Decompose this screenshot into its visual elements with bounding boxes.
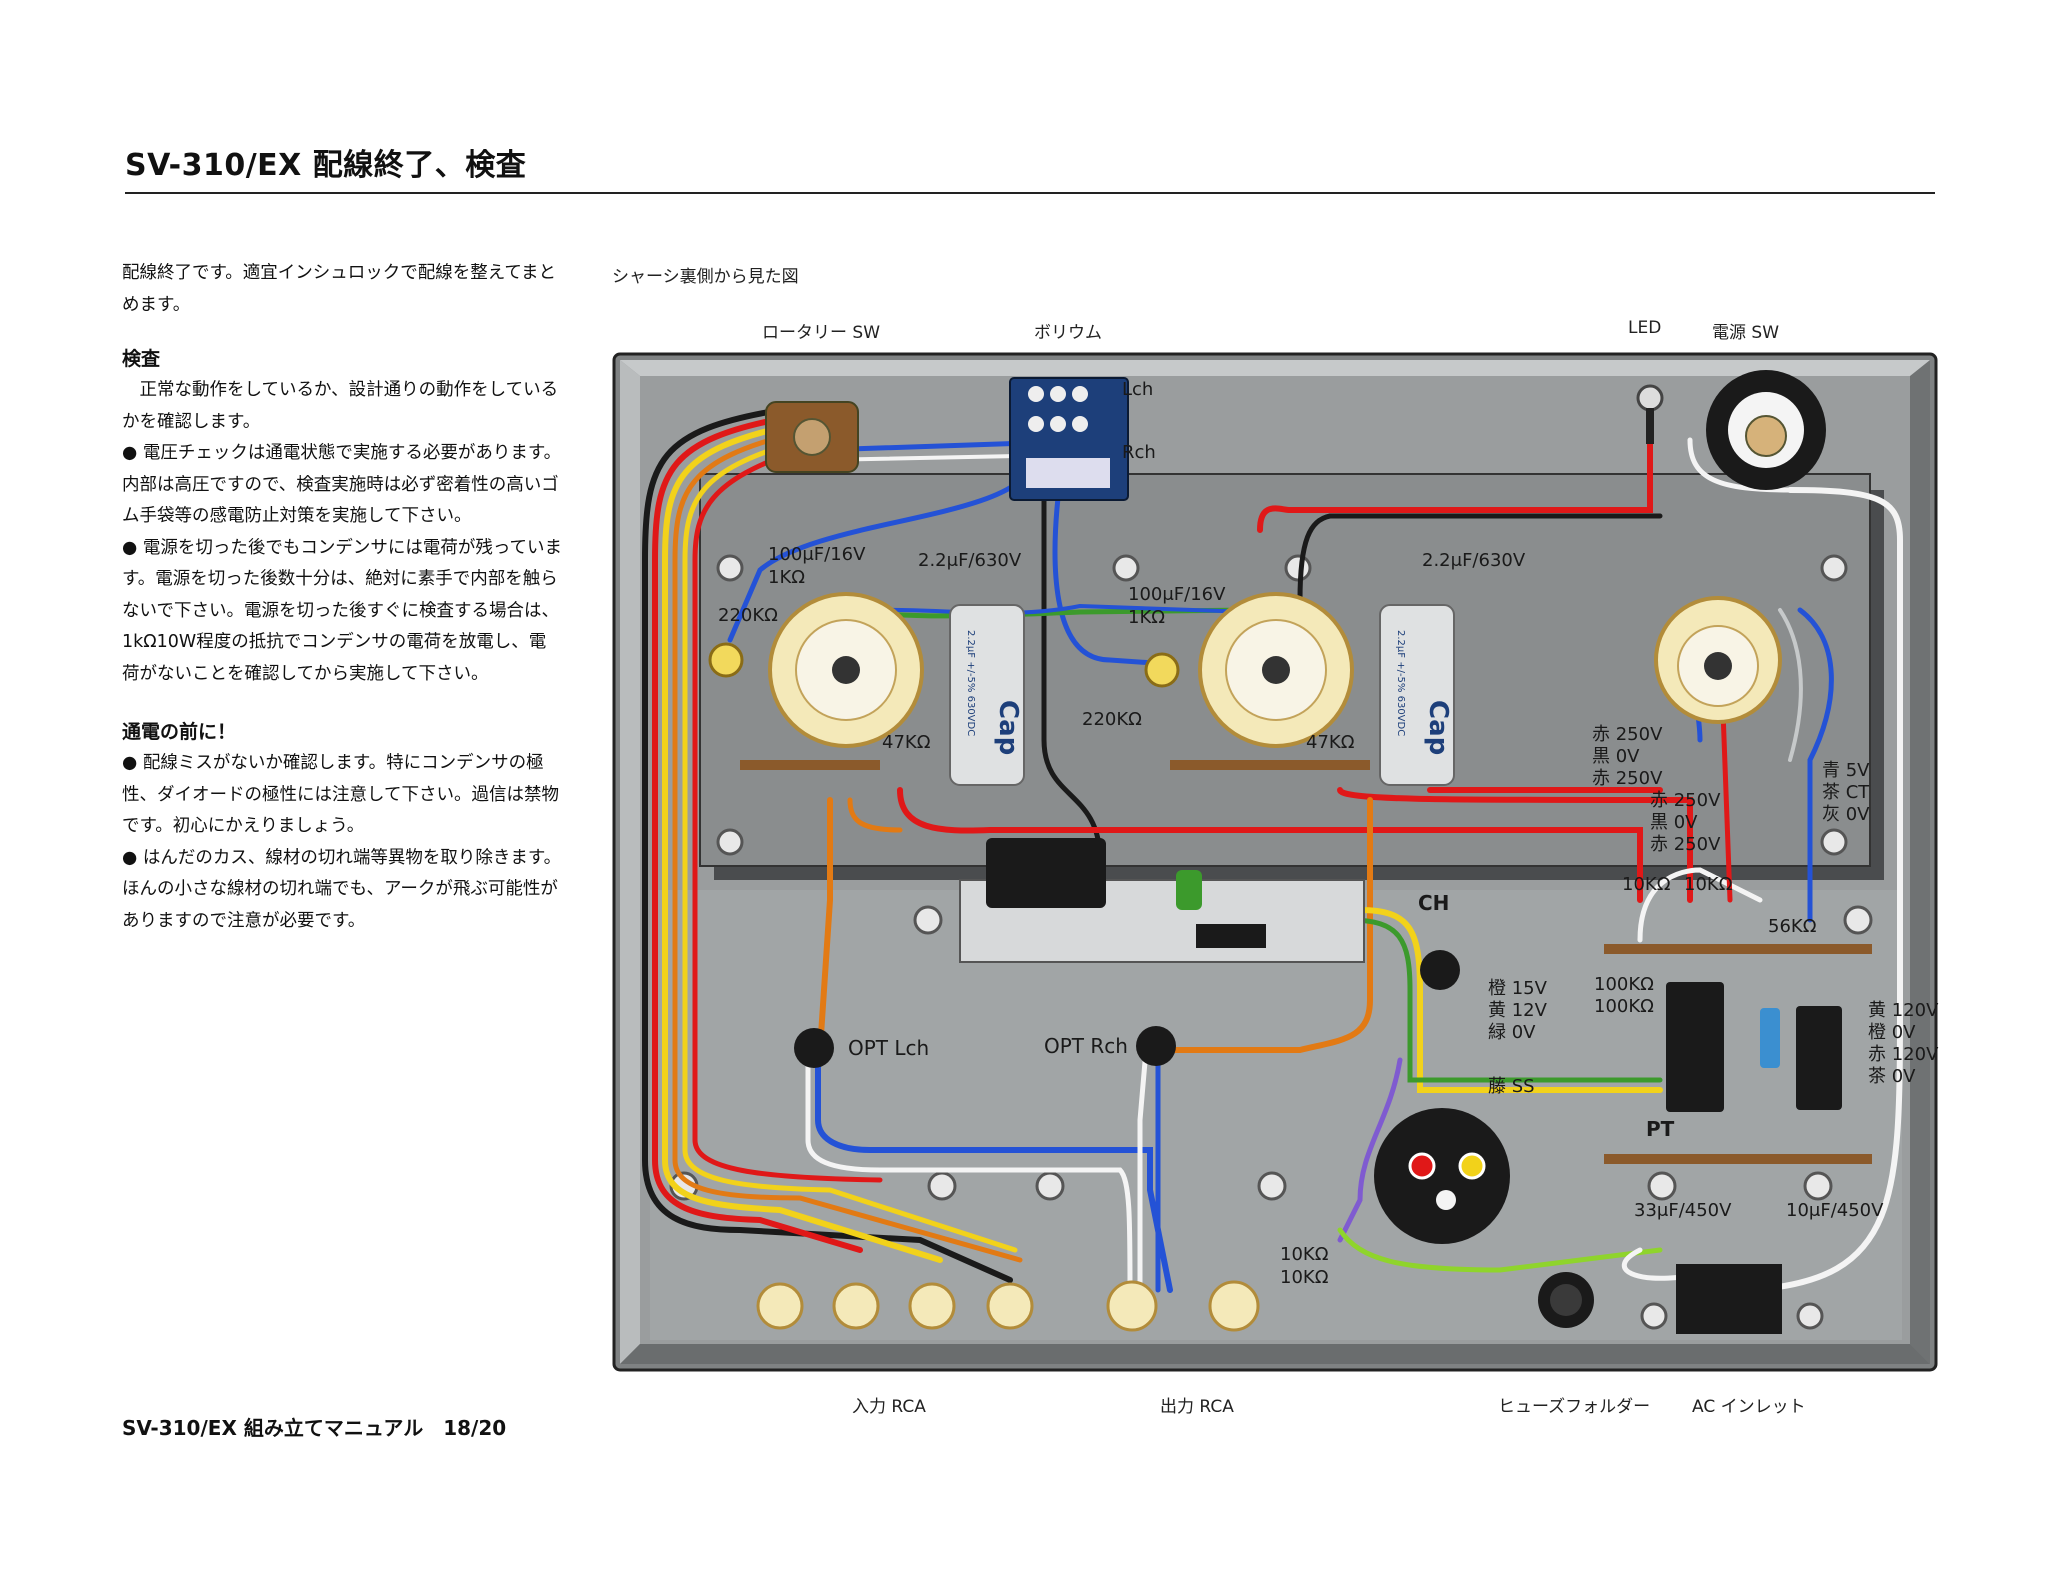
- label-rch: Rch: [1122, 442, 1156, 463]
- heater-2: 茶 CT: [1822, 782, 1870, 803]
- volume-pot: [1009, 377, 1129, 501]
- left-cap2: 2.2μF/630V: [918, 550, 1022, 571]
- intro-text: 配線終了です。適宜インシュロックで配線を整えてまとめます。: [122, 263, 556, 315]
- left-cap1: 100μF/16V: [768, 544, 866, 565]
- page-title: SV-310/EX 配線終了、検査: [125, 148, 527, 183]
- right-cap1: 100μF/16V: [1128, 584, 1226, 605]
- pt-low-3: 緑 0V: [1488, 1022, 1536, 1043]
- input-rca-jacks: [756, 1282, 1034, 1330]
- cap-brand-right: Cap: [1423, 700, 1453, 755]
- label-output-rca: 出力 RCA: [1160, 1397, 1234, 1417]
- pt-low-1: 橙 15V: [1488, 978, 1548, 999]
- pt-primary-4: 茶 0V: [1868, 1066, 1916, 1087]
- pt-low-4: 藤 SS: [1488, 1076, 1535, 1097]
- tube-socket-left: [768, 592, 924, 748]
- cap-print-left: 2.2μF +/-5% 630VDC: [965, 630, 976, 736]
- pt-low-2: 黄 12V: [1488, 1000, 1548, 1021]
- power-heading: 通電の前に！: [122, 721, 237, 743]
- left-res-grid: 220KΩ: [718, 605, 778, 626]
- check-heading: 検査: [122, 348, 161, 370]
- rotary-switch: [765, 401, 859, 473]
- instructions-column: 配線終了です。適宜インシュロックで配線を整えてまとめます。 検査 正常な動作をし…: [122, 258, 562, 937]
- pt-sec2-3: 赤 250V: [1650, 834, 1721, 855]
- coupling-cap-right: Cap 2.2μF +/-5% 630VDC: [1379, 604, 1455, 786]
- label-lch: Lch: [1122, 379, 1153, 400]
- label-rotary-sw: ロータリー SW: [762, 323, 881, 343]
- label-r10k-a: 10KΩ: [1622, 874, 1671, 895]
- label-r10k-d: 10KΩ: [1280, 1267, 1329, 1288]
- label-ac-inlet: AC インレット: [1692, 1397, 1806, 1417]
- opt-grommets: [794, 950, 1460, 1068]
- fuse-holder: [1538, 1272, 1594, 1328]
- right-res-grid: 220KΩ: [1082, 709, 1142, 730]
- title-divider: [125, 192, 1935, 194]
- power-bullet-wiring: ● 配線ミスがないか確認します。特にコンデンサの極性、ダイオードの極性には注意し…: [122, 753, 559, 836]
- right-res-plate: 47KΩ: [1306, 732, 1355, 753]
- label-pt: PT: [1646, 1117, 1675, 1141]
- left-res-plate: 47KΩ: [882, 732, 931, 753]
- label-r56k: 56KΩ: [1768, 916, 1817, 937]
- check-lead: 正常な動作をしているか、設計通りの動作をしているかを確認します。: [122, 380, 559, 432]
- heater-3: 灰 0V: [1822, 804, 1870, 825]
- left-wire-harness: [642, 407, 1023, 1283]
- pt-sec2-1: 赤 250V: [1650, 790, 1721, 811]
- tube-socket-right: [1198, 592, 1354, 748]
- power-switch: [1706, 370, 1826, 490]
- power-transformer-socket: [1374, 1108, 1510, 1244]
- pt-primary-2: 橙 0V: [1868, 1022, 1916, 1043]
- label-opt-lch: OPT Lch: [848, 1036, 929, 1060]
- label-r10k-b: 10KΩ: [1684, 874, 1733, 895]
- right-cap2: 2.2μF/630V: [1422, 550, 1526, 571]
- label-led: LED: [1628, 318, 1662, 338]
- check-bullet-discharge: ● 電源を切った後でもコンデンサには電荷が残っています。電源を切った後数十分は、…: [122, 537, 562, 684]
- cap-print-right: 2.2μF +/-5% 630VDC: [1395, 630, 1406, 736]
- label-fuse-holder: ヒューズフォルダー: [1498, 1397, 1651, 1417]
- rca-jack-right: [1144, 652, 1180, 688]
- terminal-strips: [740, 760, 1872, 1164]
- rca-jack-left: [708, 642, 744, 678]
- label-r100k-b: 100KΩ: [1594, 996, 1654, 1017]
- led: [1636, 384, 1664, 444]
- label-input-rca: 入力 RCA: [852, 1397, 926, 1417]
- pt-sec-3: 赤 250V: [1592, 768, 1663, 789]
- rectifier-socket: [1654, 596, 1782, 724]
- pt-sec-2: 黒 0V: [1592, 746, 1640, 767]
- filter-capacitors: [1666, 982, 1842, 1112]
- check-bullet-voltage: ● 電圧チェックは通電状態で実施する必要があります。内部は高圧ですので、検査実施…: [122, 443, 562, 526]
- right-res1: 1KΩ: [1128, 607, 1165, 628]
- label-r100k-a: 100KΩ: [1594, 974, 1654, 995]
- label-c10: 10μF/450V: [1786, 1200, 1884, 1221]
- pt-primary-3: 赤 120V: [1868, 1044, 1939, 1065]
- footer-text: SV-310/EX 組み立てマニュアル 18/20: [122, 1416, 507, 1440]
- label-ch: CH: [1418, 891, 1449, 915]
- power-bullet-debris: ● はんだのカス、線材の切れ端等異物を取り除きます。ほんの小さな線材の切れ端でも…: [122, 847, 562, 931]
- pt-sec2-2: 黒 0V: [1650, 812, 1698, 833]
- label-r10k-c: 10KΩ: [1280, 1244, 1329, 1265]
- panel-screws: [669, 554, 1873, 1201]
- label-opt-rch: OPT Rch: [1044, 1034, 1128, 1058]
- output-rca-jacks: [1106, 1280, 1260, 1332]
- ac-inlet: [1640, 1264, 1824, 1334]
- left-res1: 1KΩ: [768, 567, 805, 588]
- heater-1: 青 5V: [1822, 760, 1870, 781]
- choke-and-board: [959, 838, 1365, 963]
- label-volume: ボリウム: [1034, 323, 1102, 343]
- label-c33: 33μF/450V: [1634, 1200, 1732, 1221]
- view-caption: シャーシ裏側から見た図: [612, 267, 799, 287]
- coupling-cap-left: Cap 2.2μF +/-5% 630VDC: [949, 604, 1025, 786]
- label-power-sw: 電源 SW: [1712, 323, 1780, 343]
- cap-brand-left: Cap: [993, 700, 1023, 755]
- pt-sec-1: 赤 250V: [1592, 724, 1663, 745]
- pt-primary-1: 黄 120V: [1868, 1000, 1939, 1021]
